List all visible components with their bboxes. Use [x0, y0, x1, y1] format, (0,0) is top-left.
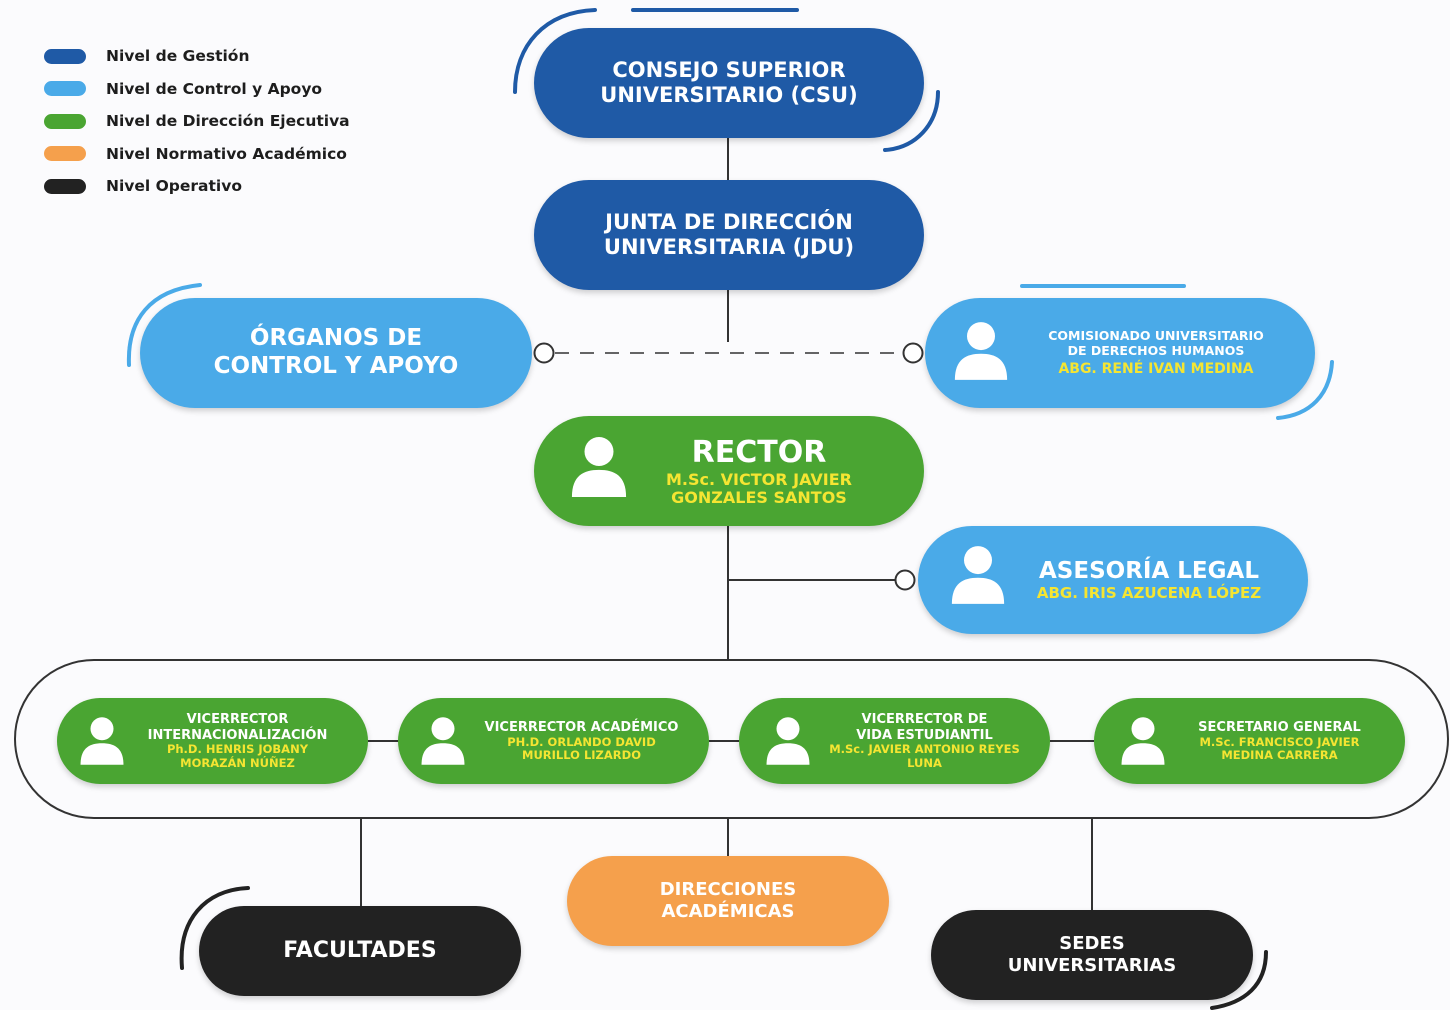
- person-icon: [80, 717, 124, 765]
- legend-label: Nivel Operativo: [106, 177, 242, 196]
- person-icon: [571, 437, 627, 497]
- node-secretario-general: SECRETARIO GENERAL M.Sc. FRANCISCO JAVIE…: [1094, 698, 1405, 784]
- vr-acad-title1: VICERRECTOR ACADÉMICO: [484, 719, 679, 735]
- accent-arc-facultades: [179, 886, 250, 970]
- direcciones-line2: ACADÉMICAS: [661, 901, 795, 922]
- connector-node-left: [533, 342, 555, 364]
- node-vicerrector-academico: VICERRECTOR ACADÉMICO PH.D. ORLANDO DAVI…: [398, 698, 709, 784]
- jdu-line2: UNIVERSITARIA (JDU): [603, 235, 855, 259]
- legend-swatch: [44, 113, 86, 129]
- legend-label: Nivel de Control y Apoyo: [106, 79, 323, 98]
- node-comisionado: COMISIONADO UNIVERSITARIO DE DERECHOS HU…: [925, 298, 1315, 408]
- rector-title: RECTOR: [691, 434, 827, 470]
- legend-swatch: [44, 48, 86, 64]
- legend-swatch: [44, 146, 86, 162]
- comisionado-title1: COMISIONADO UNIVERSITARIO: [1048, 328, 1264, 344]
- legend-item-gestion: Nivel de Gestión: [44, 40, 350, 73]
- node-direcciones-academicas: DIRECCIONES ACADÉMICAS: [567, 856, 889, 946]
- connector-node-right: [902, 342, 924, 364]
- legend-label: Nivel Normativo Académico: [106, 144, 347, 163]
- rector-name1: M.Sc. VICTOR JAVIER: [666, 469, 852, 489]
- secretario-title1: SECRETARIO GENERAL: [1198, 719, 1361, 735]
- legend-swatch: [44, 178, 86, 194]
- secretario-name2: MEDINA CARRERA: [1221, 747, 1338, 762]
- vr-acad-name2: MURILLO LIZARDO: [522, 747, 641, 762]
- node-vicerrector-vida-estudiantil: VICERRECTOR DE VIDA ESTUDIANTIL M.Sc. JA…: [739, 698, 1050, 784]
- asesoria-title: ASESORÍA LEGAL: [1039, 557, 1259, 584]
- vr-vida-name2: LUNA: [907, 755, 942, 770]
- node-organos-control: ÓRGANOS DE CONTROL Y APOYO: [140, 298, 532, 408]
- legend-item-direccion: Nivel de Dirección Ejecutiva: [44, 105, 350, 138]
- vr-vida-title1: VICERRECTOR DE: [861, 712, 988, 728]
- vicerrectores-group-outline: [14, 659, 1449, 819]
- organos-line2: CONTROL Y APOYO: [213, 353, 459, 379]
- node-sedes-universitarias: SEDES UNIVERSITARIAS: [931, 910, 1253, 1000]
- vr-int-title2: INTERNACIONALIZACIÓN: [147, 727, 328, 743]
- node-facultades: FACULTADES: [199, 906, 521, 996]
- legend-label: Nivel de Dirección Ejecutiva: [106, 112, 350, 131]
- node-jdu: JUNTA DE DIRECCIÓN UNIVERSITARIA (JDU): [534, 180, 924, 290]
- vr-acad-name1: PH.D. ORLANDO DAVID: [507, 734, 656, 749]
- legend-item-control: Nivel de Control y Apoyo: [44, 73, 350, 106]
- csu-line1: CONSEJO SUPERIOR: [612, 57, 846, 82]
- node-vicerrector-internacionalizacion: VICERRECTOR INTERNACIONALIZACIÓN Ph.D. H…: [57, 698, 368, 784]
- sedes-line1: SEDES: [1059, 933, 1125, 955]
- secretario-name1: M.Sc. FRANCISCO JAVIER: [1199, 734, 1360, 749]
- legend: Nivel de Gestión Nivel de Control y Apoy…: [44, 40, 350, 203]
- person-icon: [766, 717, 810, 765]
- accent-arc-organos: [126, 283, 202, 367]
- organos-line1: ÓRGANOS DE: [249, 325, 423, 352]
- vr-int-title1: VICERRECTOR: [186, 712, 289, 728]
- vr-int-name1: Ph.D. HENRIS JOBANY: [166, 742, 309, 757]
- direcciones-line1: DIRECCIONES: [659, 879, 797, 901]
- legend-item-normativo: Nivel Normativo Académico: [44, 138, 350, 171]
- accent-arc-csu-right: [883, 90, 940, 152]
- connector-node-asesoria: [894, 569, 916, 591]
- jdu-line1: JUNTA DE DIRECCIÓN: [605, 209, 853, 234]
- sedes-line2: UNIVERSITARIAS: [1007, 955, 1177, 976]
- node-asesoria-legal: ASESORÍA LEGAL ABG. IRIS AZUCENA LÓPEZ: [918, 526, 1308, 634]
- legend-label: Nivel de Gestión: [106, 47, 250, 66]
- legend-swatch: [44, 81, 86, 97]
- vr-vida-name1: M.Sc. JAVIER ANTONIO REYES: [829, 742, 1020, 757]
- rector-name2: GONZALES SANTOS: [671, 488, 847, 507]
- person-icon: [1121, 717, 1165, 765]
- csu-line2: UNIVERSITARIO (CSU): [600, 83, 858, 107]
- person-icon: [421, 717, 465, 765]
- accent-arc-comisionado: [1276, 360, 1334, 420]
- comisionado-title2: DE DERECHOS HUMANOS: [1067, 343, 1245, 359]
- asesoria-name: ABG. IRIS AZUCENA LÓPEZ: [1036, 584, 1262, 603]
- vr-vida-title2: VIDA ESTUDIANTIL: [856, 727, 993, 743]
- node-rector: RECTOR M.Sc. VICTOR JAVIER GONZALES SANT…: [534, 416, 924, 526]
- person-icon: [951, 546, 1005, 604]
- accent-arc-csu-left: [513, 8, 597, 94]
- comisionado-name: ABG. RENÉ IVAN MEDINA: [1058, 361, 1254, 378]
- facultades-line1: FACULTADES: [283, 937, 437, 963]
- vr-int-name2: MORAZÁN NÚÑEZ: [180, 755, 295, 770]
- node-csu: CONSEJO SUPERIOR UNIVERSITARIO (CSU): [534, 28, 924, 138]
- accent-arc-sedes: [1210, 950, 1268, 1010]
- legend-item-operativo: Nivel Operativo: [44, 170, 350, 203]
- person-icon: [954, 322, 1008, 380]
